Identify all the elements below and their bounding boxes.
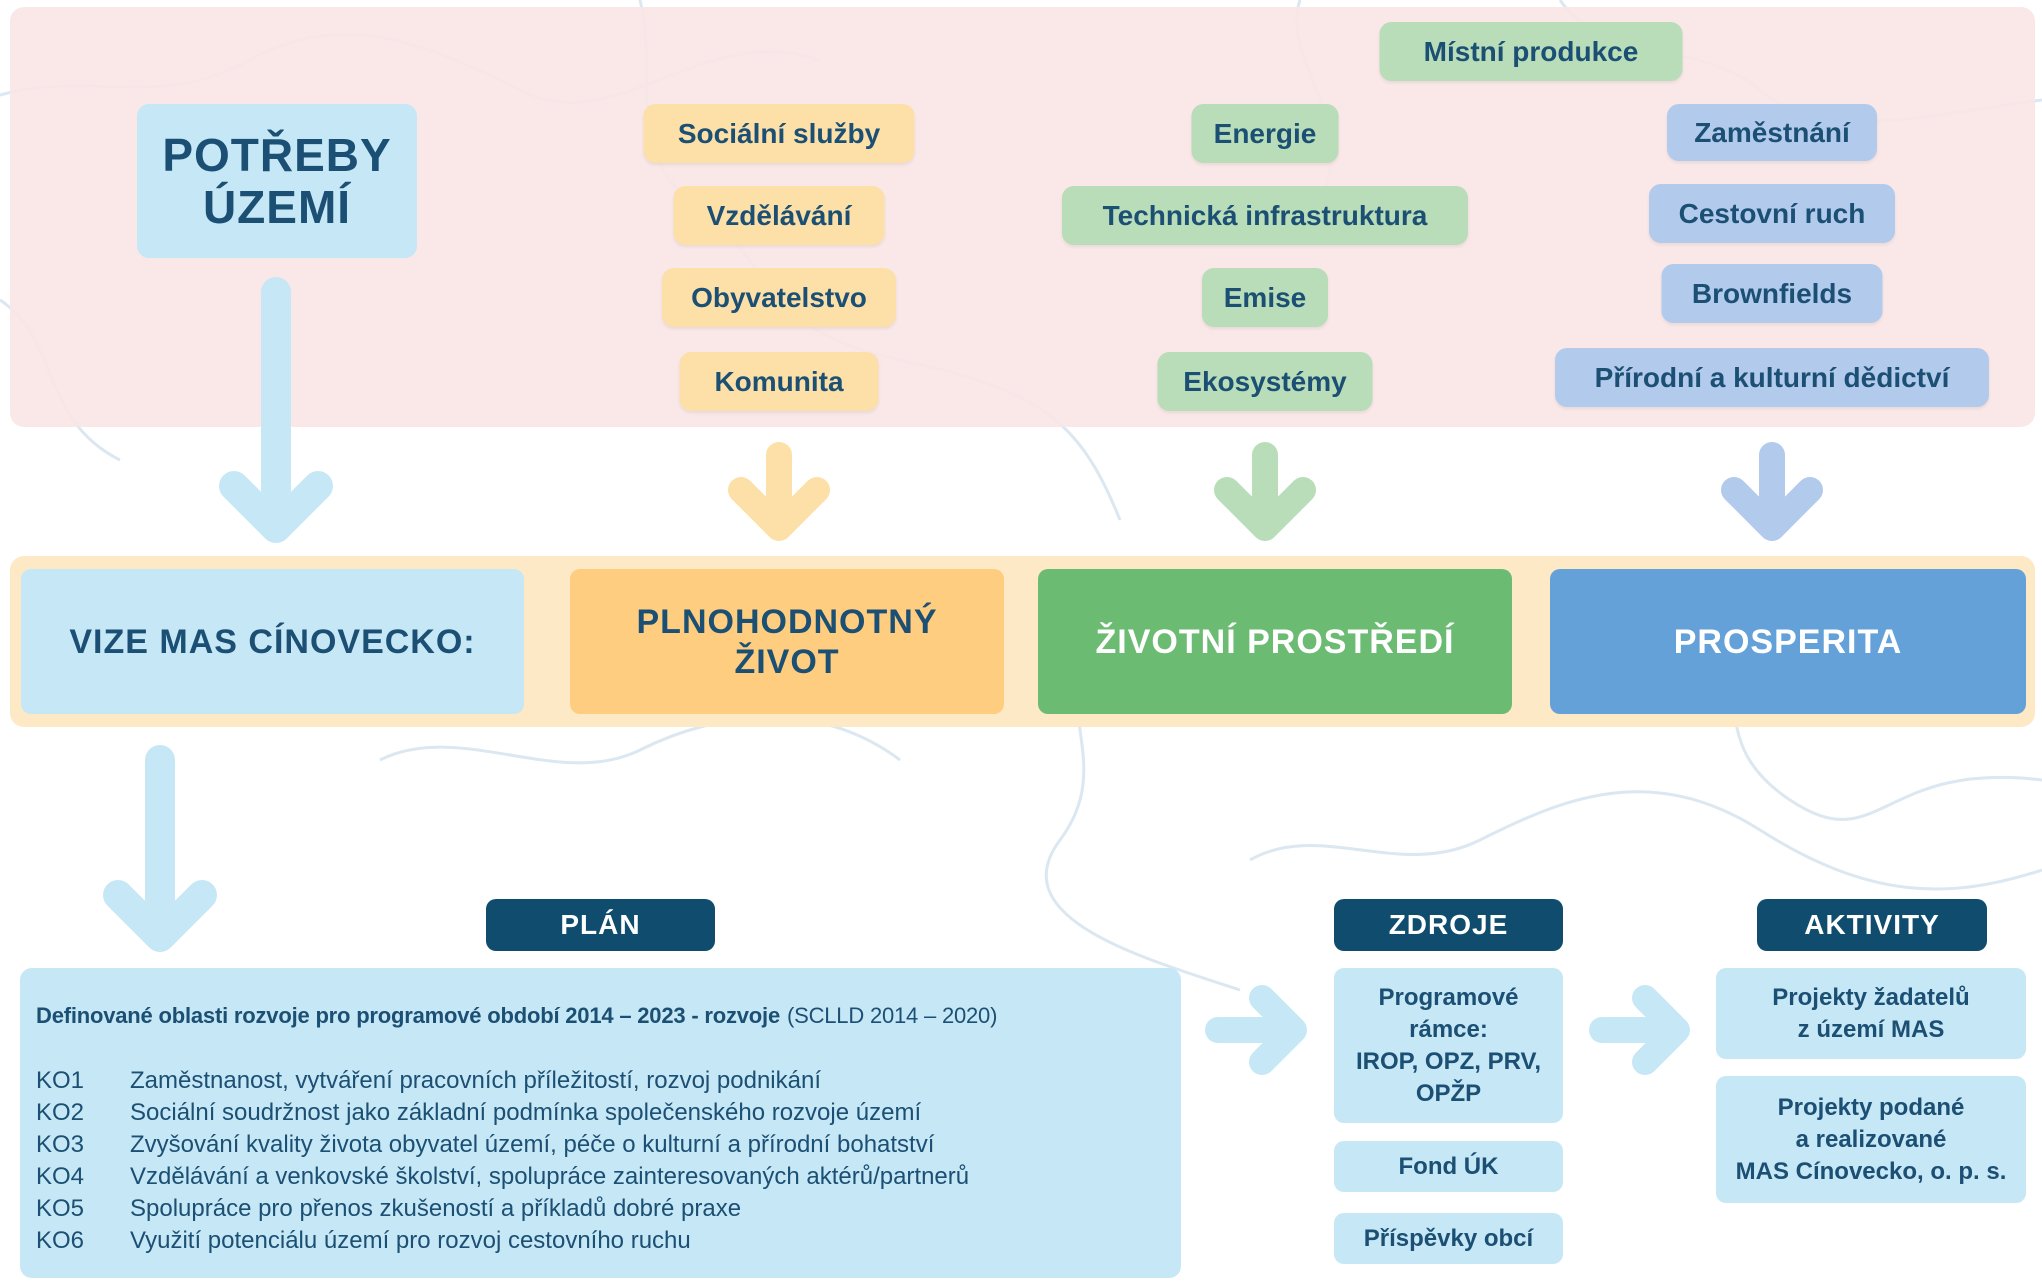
need-tag-education: Vzdělávání — [673, 186, 885, 245]
prosperity-down-arrow-icon — [1721, 442, 1823, 541]
need-tag-tourism: Cestovní ruch — [1649, 184, 1895, 243]
vision-label-text: VIZE MAS CÍNOVECKO: — [69, 622, 476, 661]
territory-needs-title: POTŘEBY ÚZEMÍ — [137, 104, 417, 258]
resources-to-activities-arrow-icon — [1589, 985, 1690, 1075]
objective-code: KO5 — [36, 1195, 85, 1222]
need-tag-technical-infrastructure: Technická infrastruktura — [1062, 186, 1468, 245]
plan-header: PLÁN — [486, 899, 715, 951]
objective-text: Sociální soudržnost jako základní podmín… — [130, 1099, 922, 1126]
activity-applicant-projects: Projekty žadatelů z území MAS — [1716, 968, 2026, 1059]
arrow-head — [103, 880, 217, 952]
objective-text: Spolupráce pro přenos zkušeností a příkl… — [130, 1195, 742, 1222]
pillar-title-line: PLNOHODNOTNÝ — [636, 602, 938, 641]
arrow-head — [1721, 477, 1823, 541]
arrow-head — [1632, 985, 1690, 1075]
activity-line: MAS Cínovecko, o. p. s. — [1735, 1157, 2007, 1185]
objective-code: KO6 — [36, 1227, 85, 1254]
need-tag-social-services: Sociální služby — [643, 104, 915, 163]
arrow-head — [1214, 477, 1316, 541]
environment-down-arrow-icon — [1214, 442, 1316, 541]
vision-pillar-prosperity: PROSPERITA — [1550, 569, 2026, 714]
vision-to-plan-arrow-icon — [103, 745, 217, 952]
objective-text: Zaměstnanost, vytváření pracovních příle… — [130, 1067, 821, 1094]
need-tag-emissions: Emise — [1202, 268, 1328, 327]
objective-code: KO3 — [36, 1131, 85, 1158]
social-down-arrow-icon — [728, 442, 830, 541]
activity-line: z území MAS — [1797, 1015, 1945, 1043]
title-line: POTŘEBY — [162, 129, 392, 181]
activities-header: AKTIVITY — [1757, 899, 1987, 951]
objective-code: KO2 — [36, 1099, 85, 1126]
arrow-head — [728, 477, 830, 541]
resources-header: ZDROJE — [1334, 899, 1563, 951]
need-tag-energy: Energie — [1191, 104, 1339, 163]
activity-line: Projekty podané — [1777, 1093, 1965, 1121]
need-tag-population: Obyvatelstvo — [662, 268, 896, 327]
need-tag-ecosystems: Ekosystémy — [1157, 352, 1373, 411]
need-tag-local-production: Místní produkce — [1379, 22, 1683, 81]
pillar-title-line: ŽIVOT — [734, 642, 840, 681]
resource-line: rámce: — [1409, 1015, 1488, 1043]
activity-line: a realizované — [1795, 1125, 1947, 1153]
resource-line: Příspěvky obcí — [1363, 1224, 1534, 1252]
need-tag-employment: Zaměstnání — [1667, 104, 1877, 161]
vision-label: VIZE MAS CÍNOVECKO: — [21, 569, 524, 714]
resource-line: OPŽP — [1415, 1079, 1482, 1107]
need-tag-heritage: Přírodní a kulturní dědictví — [1555, 348, 1989, 407]
vision-pillar-full-life: PLNOHODNOTNÝ ŽIVOT — [570, 569, 1004, 714]
resource-municipal-contributions: Příspěvky obcí — [1334, 1213, 1563, 1264]
resource-program-frameworks: Programové rámce: IROP, OPZ, PRV, OPŽP — [1334, 968, 1563, 1123]
plan-heading-bold: Definované oblasti rozvoje pro programov… — [36, 1003, 780, 1028]
arrow-head — [1249, 985, 1307, 1075]
need-tag-brownfields: Brownfields — [1661, 264, 1883, 323]
resource-regional-fund: Fond ÚK — [1334, 1141, 1563, 1192]
arrow-head — [219, 471, 333, 543]
plan-to-resources-arrow-icon — [1205, 985, 1307, 1075]
resource-line: IROP, OPZ, PRV, — [1356, 1047, 1541, 1075]
map-contour-line — [1249, 790, 2042, 891]
title-line: ÚZEMÍ — [202, 181, 352, 233]
plan-heading: Definované oblasti rozvoje pro programov… — [36, 1000, 997, 1032]
objective-code: KO1 — [36, 1067, 85, 1094]
needs-down-arrow-icon — [219, 277, 333, 543]
activity-mas-projects: Projekty podané a realizované MAS Cínove… — [1716, 1076, 2026, 1203]
objective-text: Vzdělávání a venkovské školství, spolupr… — [130, 1163, 970, 1190]
pillar-title-line: ŽIVOTNÍ PROSTŘEDÍ — [1095, 622, 1455, 661]
objective-text: Zvyšování kvality života obyvatel území,… — [130, 1131, 935, 1158]
plan-heading-source: (SCLLD 2014 – 2020) — [786, 1003, 998, 1028]
objective-code: KO4 — [36, 1163, 85, 1190]
resource-line: Programové — [1378, 983, 1519, 1011]
pillar-title-line: PROSPERITA — [1673, 622, 1903, 661]
objective-text: Využití potenciálu území pro rozvoj cest… — [130, 1227, 691, 1254]
resource-line: Fond ÚK — [1398, 1152, 1499, 1180]
vision-pillar-environment: ŽIVOTNÍ PROSTŘEDÍ — [1038, 569, 1512, 714]
plan-box: Definované oblasti rozvoje pro programov… — [20, 968, 1181, 1278]
need-tag-community: Komunita — [679, 352, 879, 411]
activity-line: Projekty žadatelů — [1772, 983, 1970, 1011]
